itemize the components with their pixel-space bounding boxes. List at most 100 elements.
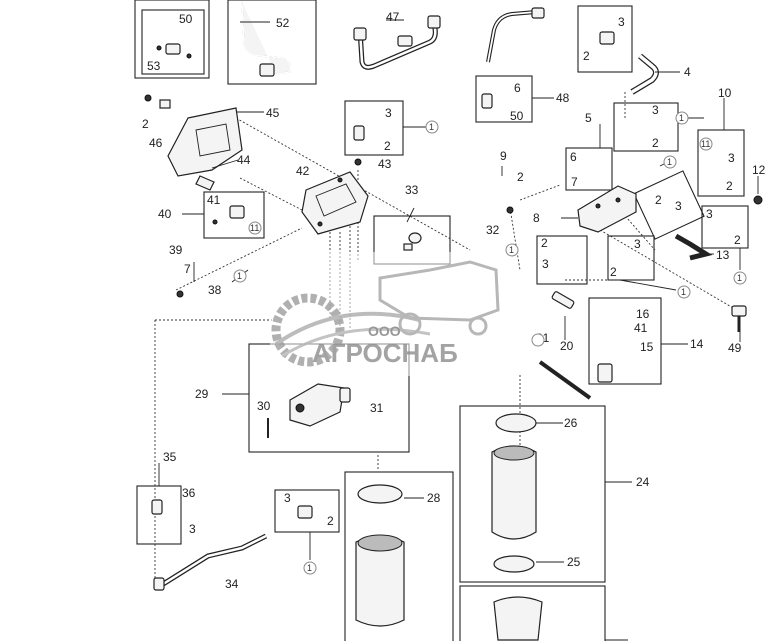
callout-3-a: 3 [385, 106, 392, 120]
callout-2-j: 2 [142, 117, 149, 131]
pump-31 [289, 383, 345, 427]
box-3-2-center [607, 235, 655, 281]
callout-42: 42 [296, 164, 310, 178]
pipe-34-nut [153, 577, 165, 591]
callout-26: 26 [564, 416, 578, 430]
box-3-2-bottom [274, 489, 340, 533]
callout-41-a: 41 [207, 193, 221, 207]
fitting-36 [151, 499, 163, 515]
callout-3-f: 3 [706, 207, 713, 221]
box-3-2-43 [344, 100, 404, 156]
callout-2-e: 2 [517, 170, 524, 184]
box-35 [136, 485, 182, 545]
callout-32: 32 [486, 223, 500, 237]
callout-15: 15 [640, 340, 654, 354]
fitting-40 [229, 205, 245, 219]
filter-bowl-bottom [493, 596, 543, 641]
bolt-44 [195, 175, 215, 191]
box-28 [344, 471, 454, 641]
bolt-21 [538, 360, 592, 400]
pipe-47-nut-a [353, 27, 367, 41]
box-1-right [633, 170, 705, 240]
bolt-49-head [731, 305, 747, 317]
box-14 [588, 297, 662, 385]
callout-3-j: 3 [284, 491, 291, 505]
box-52 [227, 0, 317, 85]
callout-3-b: 3 [618, 15, 625, 29]
seal-25 [493, 555, 535, 573]
callout-31: 31 [370, 401, 384, 415]
callout-49: 49 [728, 341, 742, 355]
plate-45 [167, 107, 243, 177]
box-2-3-left [536, 235, 588, 285]
callout-2-i: 2 [610, 265, 617, 279]
callout-3-d: 3 [728, 151, 735, 165]
box-5 [565, 147, 613, 191]
callout-33: 33 [405, 183, 419, 197]
box-bottom [459, 585, 606, 641]
ref-11-a: 11 [701, 139, 710, 149]
box-24 [459, 405, 606, 583]
pipe-52-nut [259, 63, 275, 77]
box-10 [697, 129, 745, 197]
callout-2-c: 2 [652, 136, 659, 150]
box-50-53 [134, 0, 210, 79]
callout-5: 5 [585, 111, 592, 125]
ref-1-g: 1 [237, 271, 242, 281]
seal-28 [357, 484, 403, 504]
callout-7-b: 7 [184, 262, 191, 276]
bolt-9 [506, 206, 514, 214]
callout-2-b: 2 [583, 49, 590, 63]
callout-16: 16 [636, 307, 650, 321]
callout-38: 38 [208, 283, 222, 297]
fitting-48 [481, 93, 493, 109]
box-48 [475, 75, 533, 123]
box-40 [203, 191, 265, 239]
callout-2-a: 2 [384, 139, 391, 153]
callout-50-right: 50 [510, 109, 524, 123]
pipe-47-clamp [397, 35, 413, 47]
callout-25: 25 [567, 555, 581, 569]
ref-11-b: 11 [250, 223, 259, 233]
gear-icon [271, 293, 345, 367]
parts [144, 1, 763, 641]
bolt-46b [159, 99, 171, 109]
callout-40: 40 [158, 207, 172, 221]
callout-labels: 50 53 52 47 3 2 43 6 48 50 3 2 4 3 2 10 … [142, 10, 766, 591]
housing-42 [301, 171, 369, 235]
callout-50-left: 50 [179, 12, 193, 26]
box-3-2-right [701, 205, 749, 249]
part-33 [403, 243, 413, 251]
callout-39: 39 [169, 243, 183, 257]
fitting-top-3-2 [599, 31, 615, 45]
callout-24: 24 [636, 475, 650, 489]
callout-7-a: 7 [571, 175, 578, 189]
pipe-52 [241, 1, 291, 75]
callout-48: 48 [556, 91, 570, 105]
fitting-53 [156, 43, 192, 59]
callout-3-e: 3 [675, 199, 682, 213]
callout-2-k: 2 [327, 514, 334, 528]
ref-1-h: 1 [307, 563, 312, 573]
callout-46: 46 [149, 136, 163, 150]
callout-3-c: 3 [652, 103, 659, 117]
callout-2-d: 2 [726, 179, 733, 193]
bolt-20 [551, 291, 575, 309]
callout-2-f: 2 [655, 193, 662, 207]
callout-13: 13 [716, 248, 730, 262]
elbow-13 [674, 233, 713, 261]
fitting-43 [353, 125, 365, 141]
callout-34: 34 [225, 577, 239, 591]
callout-43: 43 [378, 157, 392, 171]
callout-4: 4 [684, 65, 691, 79]
callout-3-h: 3 [634, 237, 641, 251]
callout-53: 53 [147, 59, 161, 73]
callout-14: 14 [690, 337, 704, 351]
watermark-prefix: ООО [368, 323, 401, 339]
grouping-boxes [134, 0, 749, 641]
ref-1-a: 1 [429, 122, 434, 132]
ref-1-c: 1 [667, 157, 672, 167]
fitting-bottom-3-2 [297, 505, 313, 519]
